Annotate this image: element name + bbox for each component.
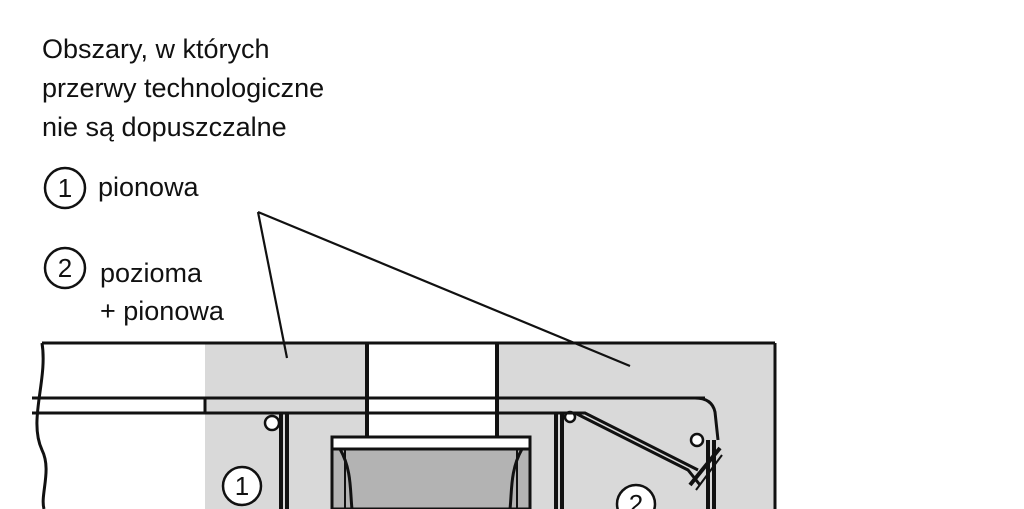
slab-outline	[35, 341, 777, 509]
caption-title: Obszary, w których przerwy technologiczn…	[42, 34, 325, 142]
rebar-circle	[689, 432, 705, 448]
rebar-circle	[263, 414, 281, 432]
legend-1-number: 1	[43, 166, 87, 210]
pointer-lines	[256, 210, 631, 368]
legend-1-label: pionowa	[98, 172, 199, 202]
zone-1-marker: 1	[221, 465, 263, 507]
svg-text:1: 1	[235, 471, 249, 501]
center-fitting	[330, 435, 532, 509]
legend-2-number: 2	[43, 246, 87, 290]
slanted-rebar	[555, 396, 723, 491]
svg-text:1: 1	[58, 173, 72, 203]
zone-2-marker: 2	[615, 483, 657, 509]
svg-text:2: 2	[58, 253, 72, 283]
zone-2-shaded-area	[497, 343, 775, 509]
svg-text:2: 2	[629, 489, 643, 509]
legend-2-label: pozioma + pionowa	[100, 258, 224, 326]
